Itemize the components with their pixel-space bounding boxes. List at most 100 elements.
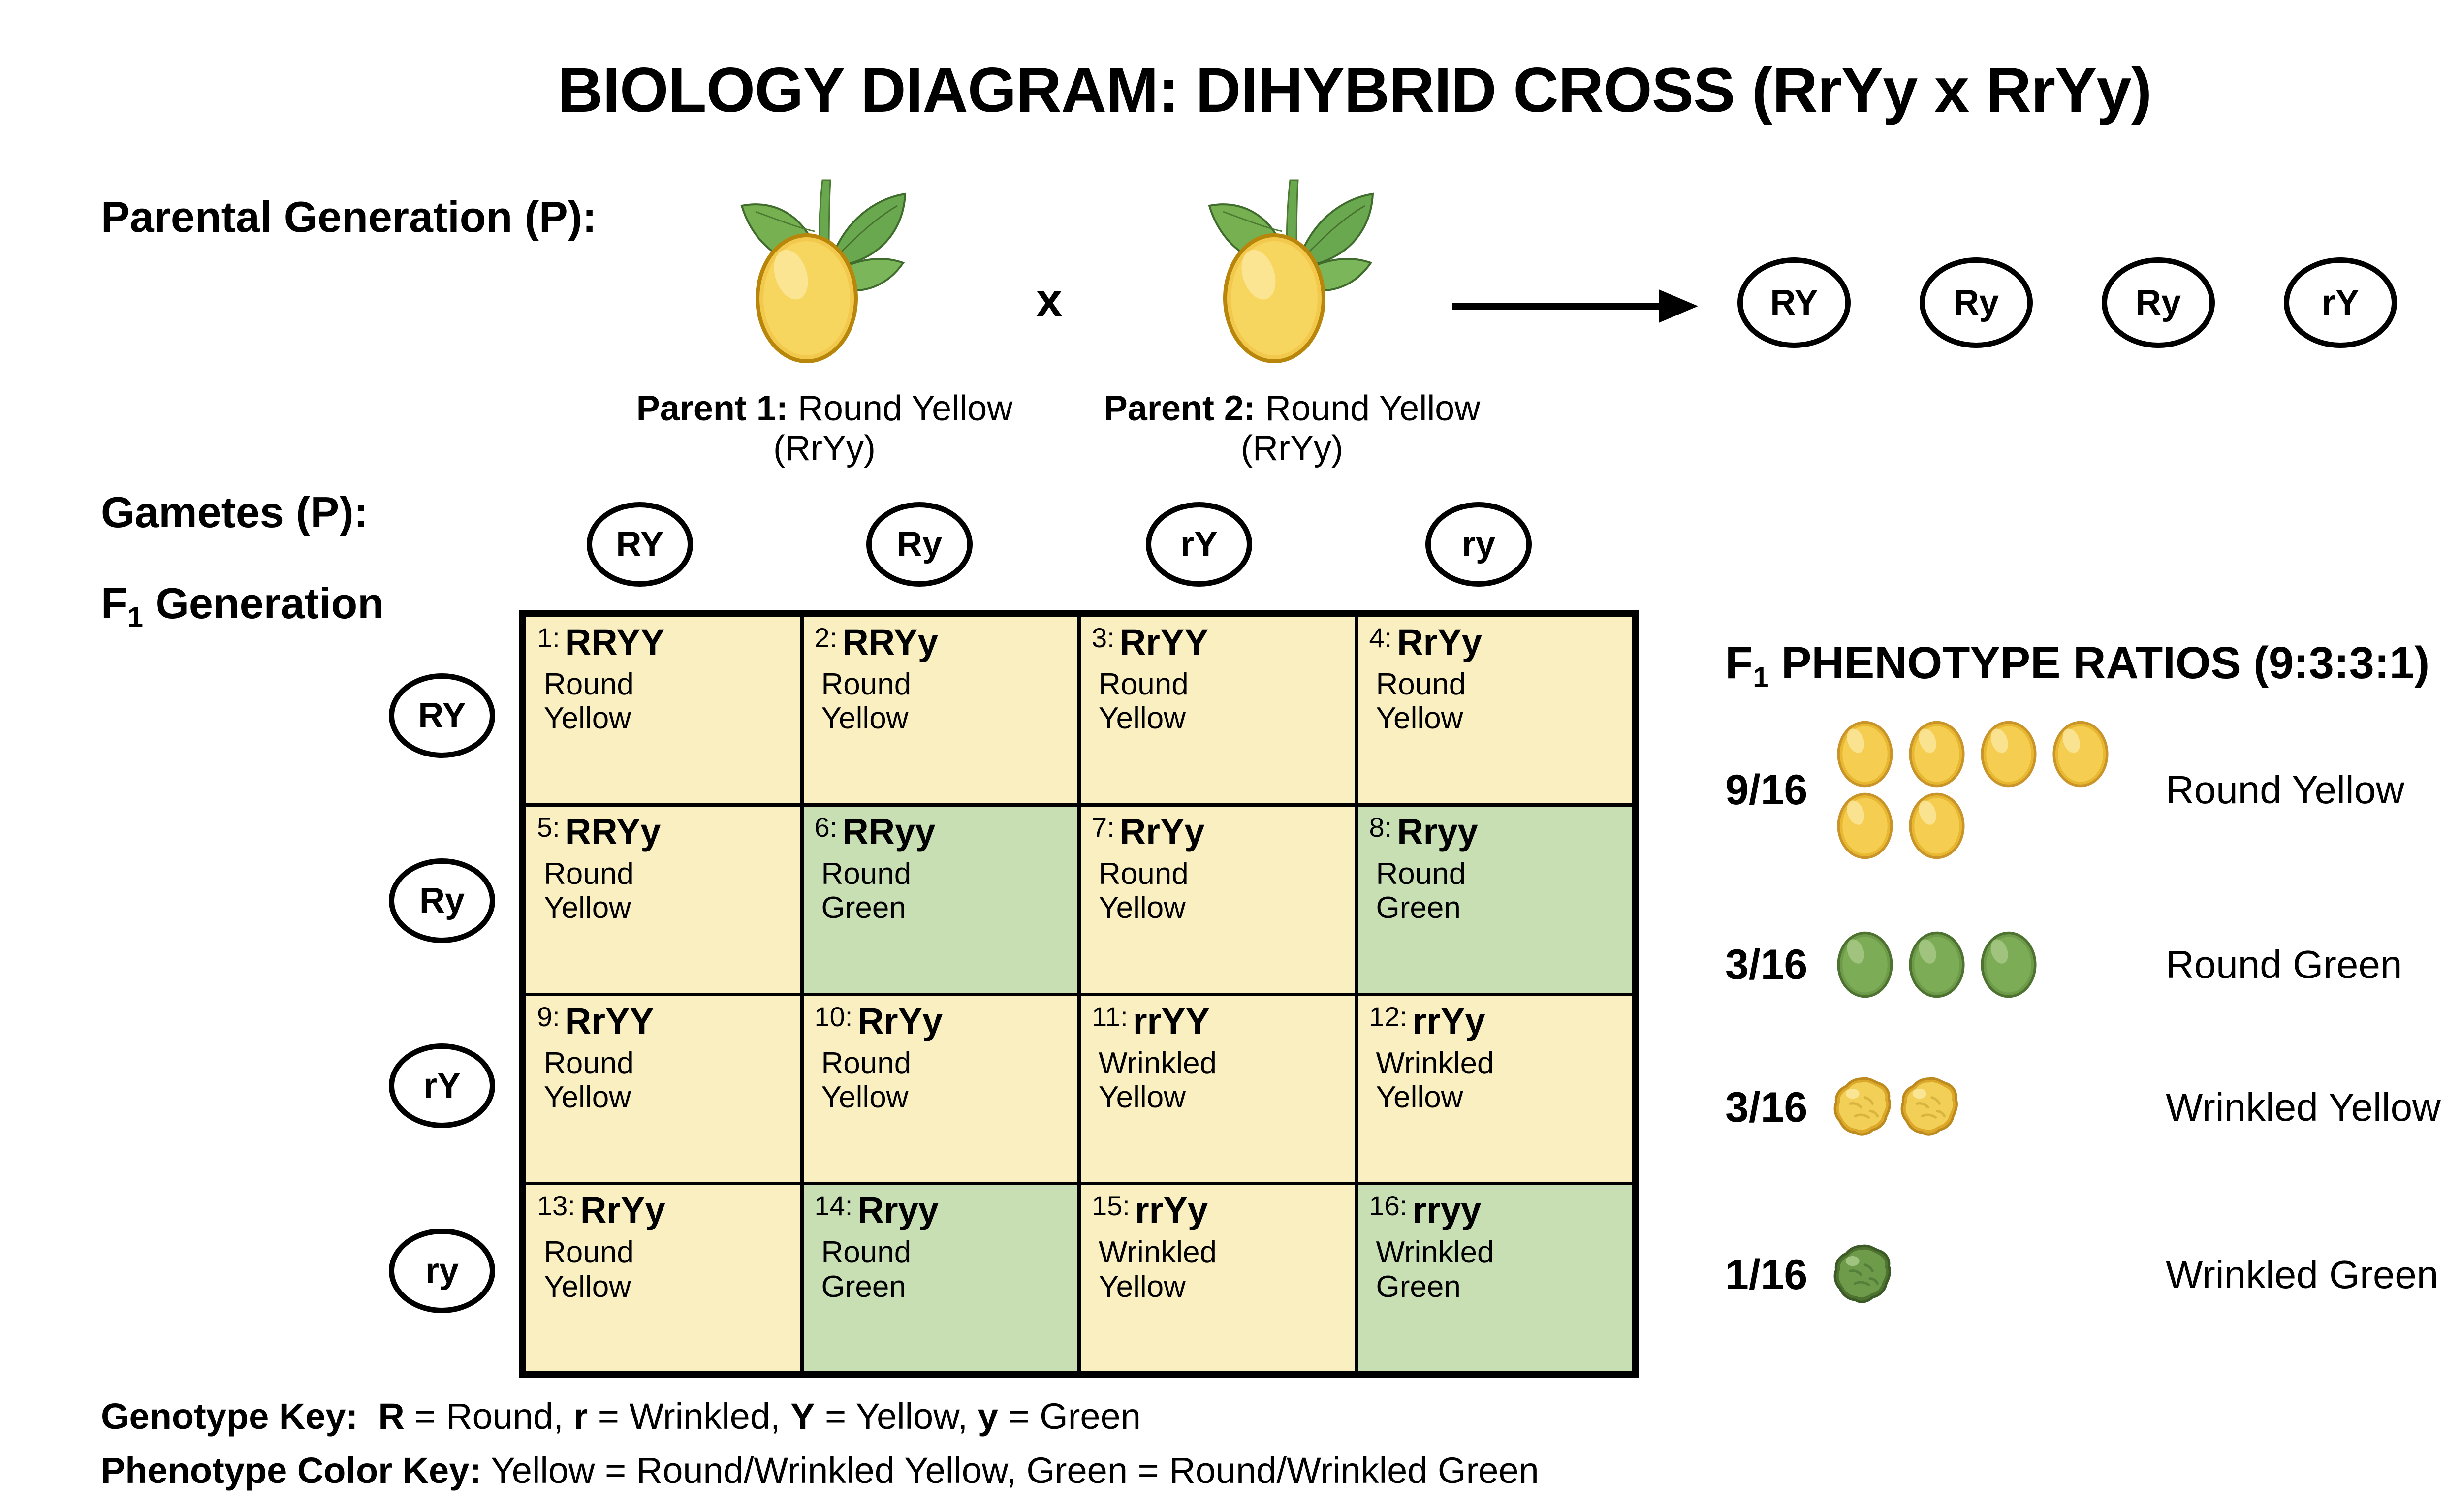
punnett-cell-12-genotype: rrYy [1412, 1000, 1485, 1041]
genotype-key-R: R [378, 1396, 405, 1437]
punnett-cell-1-shape: Round [544, 667, 634, 701]
f1-prefix: F [101, 579, 127, 628]
punnett-row-gamete-3[interactable]: ry [389, 1228, 495, 1313]
parental-generation-label: Parental Generation (P): [101, 192, 597, 241]
genotype-key-r-def: = Wrinkled, [588, 1396, 791, 1437]
punnett-cell-3-number: 3: [1092, 622, 1115, 653]
phenotype-ratios-title: F1 PHENOTYPE RATIOS (9:3:3:1) [1725, 637, 2429, 694]
p-gamete-3-label: rY [2321, 283, 2360, 322]
cross-symbol: x [1036, 274, 1063, 326]
punnett-cell-12-number: 12: [1369, 1001, 1408, 1032]
p-gamete-3[interactable]: rY [2284, 257, 2397, 348]
phenotype-key-label: Phenotype Color Key: [101, 1450, 481, 1491]
page-title: BIOLOGY DIAGRAM: DIHYBRID CROSS (RrYy x … [557, 55, 2152, 126]
ratio-row-round-green: 3/16 Round Green [1725, 920, 2402, 1009]
punnett-row-gamete-2[interactable]: rY [389, 1043, 495, 1128]
parent2-phenotype: Round Yellow [1255, 389, 1481, 428]
punnett-cell-14-genotype: Rryy [857, 1190, 939, 1231]
ratios-title-prefix: F [1725, 638, 1753, 688]
ratios-title-subscript: 1 [1753, 662, 1769, 693]
punnett-row-gamete-2-label: rY [423, 1066, 461, 1105]
parent2-plant-illustration [1184, 172, 1400, 369]
punnett-cell-7-shape: Round [1099, 856, 1189, 891]
punnett-cell-16-color: Green [1376, 1269, 1461, 1304]
punnett-col-gamete-0[interactable]: RY [587, 502, 693, 587]
f1-subscript: 1 [127, 601, 144, 633]
punnett-cell-5-color: Yellow [544, 891, 631, 925]
punnett-cell-6-color: Green [821, 891, 906, 925]
p-gamete-1[interactable]: Ry [1920, 257, 2033, 348]
ratio-name-2: Wrinkled Yellow [2166, 1085, 2441, 1129]
punnett-col-gamete-1[interactable]: Ry [866, 502, 973, 587]
punnett-cell-15-genotype: rrYy [1135, 1190, 1208, 1231]
punnett-cell-10-genotype: RrYy [857, 1000, 943, 1041]
parent1-name: Parent 1: [636, 389, 788, 428]
parent1-genotype: (RrYy) [773, 428, 876, 468]
ratio-fraction-0: 9/16 [1725, 766, 1808, 814]
punnett-col-gamete-2[interactable]: rY [1146, 502, 1252, 587]
punnett-cell-5-shape: Round [544, 856, 634, 891]
round-yellow-pea-icon [1903, 720, 1971, 788]
p-gamete-2[interactable]: Ry [2102, 257, 2215, 348]
round-green-pea-icon [1975, 930, 2043, 999]
punnett-cell-8-color: Green [1376, 891, 1461, 925]
punnett-cell-4-color: Yellow [1376, 701, 1463, 736]
wrinkled-green-pea-icon [1831, 1242, 1894, 1307]
parent1-plant-illustration [716, 172, 933, 369]
punnett-cell-8-number: 8: [1369, 811, 1392, 843]
punnett-cell-7-color: Yellow [1099, 891, 1186, 925]
punnett-row-gamete-0[interactable]: RY [389, 673, 495, 758]
punnett-cell-3-color: Yellow [1099, 701, 1186, 736]
punnett-cell-13-number: 13: [537, 1190, 575, 1222]
punnett-cell-16-number: 16: [1369, 1190, 1408, 1222]
ratio-name-3: Wrinkled Green [2166, 1253, 2439, 1296]
punnett-col-gamete-3[interactable]: ry [1425, 502, 1532, 587]
punnett-cell-11-shape: Wrinkled [1099, 1046, 1217, 1080]
punnett-cell-16-shape: Wrinkled [1376, 1235, 1494, 1270]
punnett-cell-9-color: Yellow [544, 1080, 631, 1114]
punnett-row-gamete-1[interactable]: Ry [389, 858, 495, 943]
punnett-cell-6-number: 6: [814, 811, 838, 843]
punnett-cell-13-color: Yellow [544, 1269, 631, 1304]
wrinkled-yellow-pea-icon [1831, 1075, 1894, 1140]
punnett-cell-1-color: Yellow [544, 701, 631, 736]
ratio-icons-round-yellow [1831, 720, 2156, 860]
punnett-cell-2-number: 2: [814, 622, 838, 653]
ratio-fraction-3: 1/16 [1725, 1251, 1808, 1298]
f1-suffix: Generation [143, 579, 384, 628]
punnett-cell-8-genotype: Rryy [1397, 811, 1478, 852]
genotype-key-r: r [573, 1396, 588, 1437]
gametes-label: Gametes (P): [101, 488, 368, 536]
p-gamete-0[interactable]: RY [1737, 257, 1851, 348]
punnett-cell-13-genotype: RrYy [580, 1190, 665, 1231]
round-yellow-pea-icon [1975, 720, 2043, 788]
punnett-cell-9-shape: Round [544, 1046, 634, 1080]
